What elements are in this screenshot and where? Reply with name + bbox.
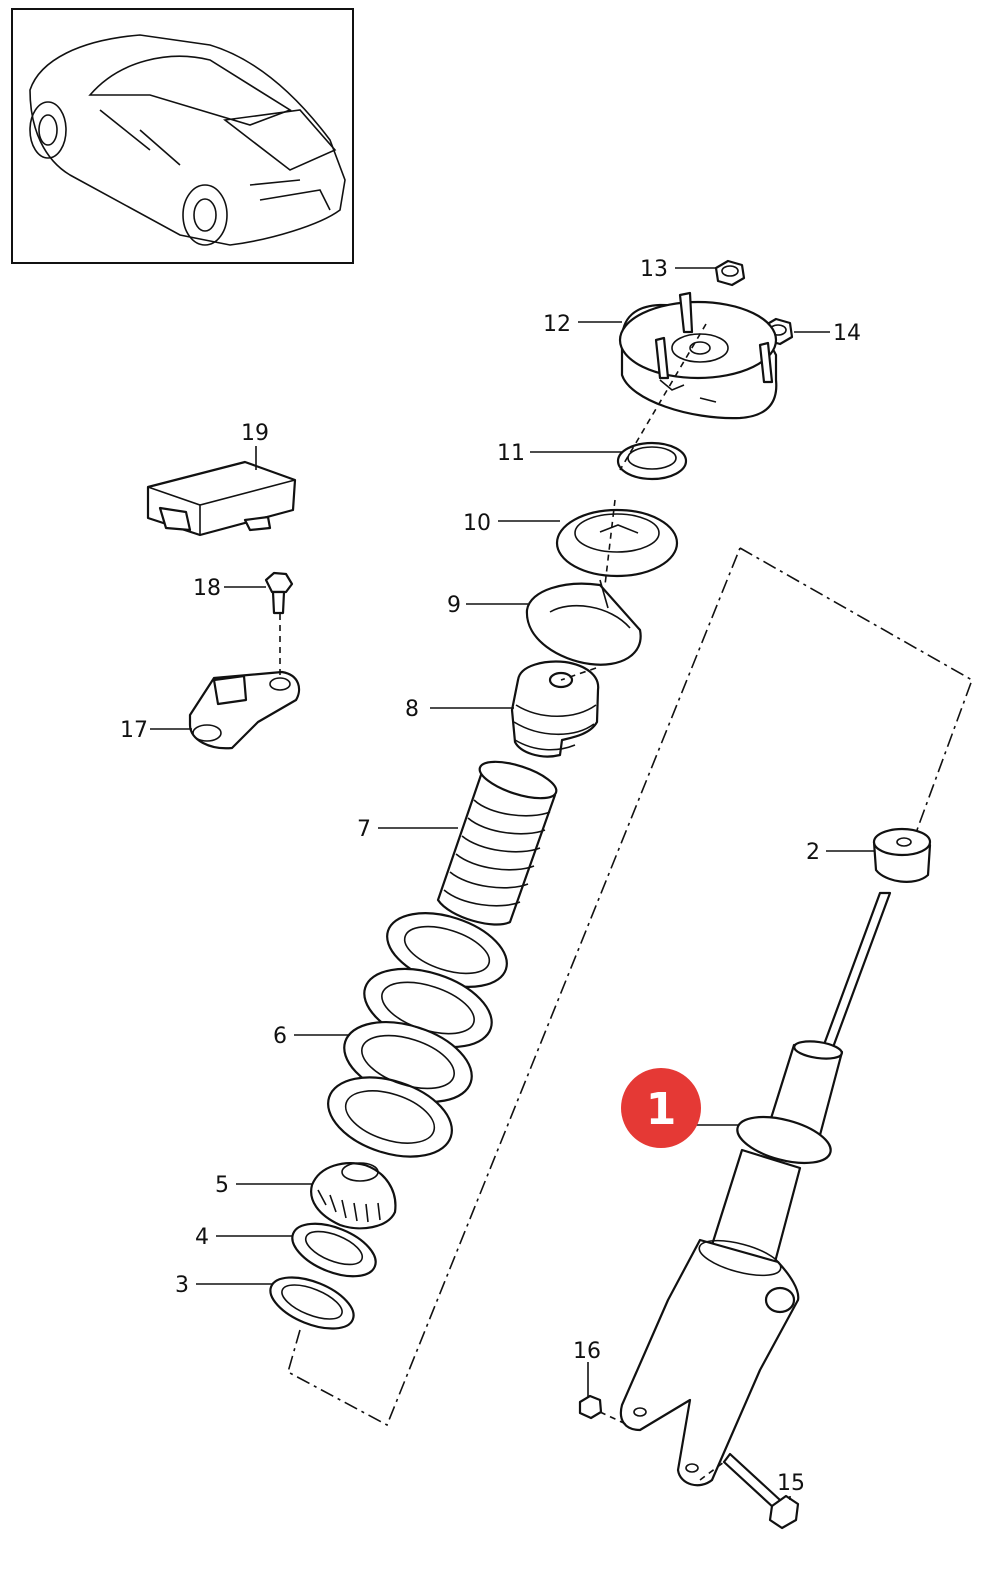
- part-2-buffer: [872, 827, 932, 883]
- callout-6: 6: [273, 1024, 287, 1049]
- part-13-nut: [714, 259, 746, 287]
- part-5-lower-seat: [310, 1162, 397, 1230]
- part-18-bolt: [264, 571, 294, 615]
- part-11-ring: [616, 441, 688, 481]
- callout-8: 8: [405, 697, 419, 722]
- part-9-spring-seat: [525, 579, 642, 666]
- assembly-line-stack: [560, 323, 707, 681]
- highlight-badge-1[interactable]: 1: [621, 1068, 701, 1148]
- callout-2: 2: [806, 840, 820, 865]
- callout-17: 17: [120, 718, 148, 743]
- callout-11: 11: [497, 441, 525, 466]
- part-15-bolt: [722, 1452, 800, 1530]
- part-7-dust-boot: [436, 760, 558, 926]
- callout-4: 4: [195, 1225, 209, 1250]
- callout-14: 14: [833, 321, 861, 346]
- callout-9: 9: [447, 593, 461, 618]
- part-4-washer: [291, 1222, 377, 1278]
- callout-19: 19: [241, 421, 269, 446]
- part-19-control-unit: [146, 460, 297, 537]
- callout-13: 13: [640, 257, 668, 282]
- callout-7: 7: [357, 817, 371, 842]
- callout-12: 12: [543, 312, 571, 337]
- part-8-bump-stop: [510, 660, 600, 758]
- part-16-nut: [578, 1394, 603, 1420]
- assembly-outline: [287, 547, 973, 1427]
- vehicle-thumbnail: [11, 8, 354, 264]
- part-1-strut: [619, 891, 892, 1487]
- callout-3: 3: [175, 1273, 189, 1298]
- callout-16: 16: [573, 1339, 601, 1364]
- callout-18: 18: [193, 576, 221, 601]
- part-3-washer: [269, 1276, 355, 1330]
- highlight-badge-circle: [621, 1068, 701, 1148]
- assembly-line-16-15: [599, 1411, 725, 1481]
- part-17-sensor: [188, 670, 301, 750]
- part-12-top-mount: [618, 291, 778, 420]
- callout-10: 10: [463, 511, 491, 536]
- callout-5: 5: [215, 1173, 229, 1198]
- part-10-upper-pad: [555, 508, 679, 578]
- part-6-coil-spring: [327, 912, 508, 1158]
- callout-15: 15: [777, 1471, 805, 1496]
- callout-1: 1: [646, 1084, 677, 1135]
